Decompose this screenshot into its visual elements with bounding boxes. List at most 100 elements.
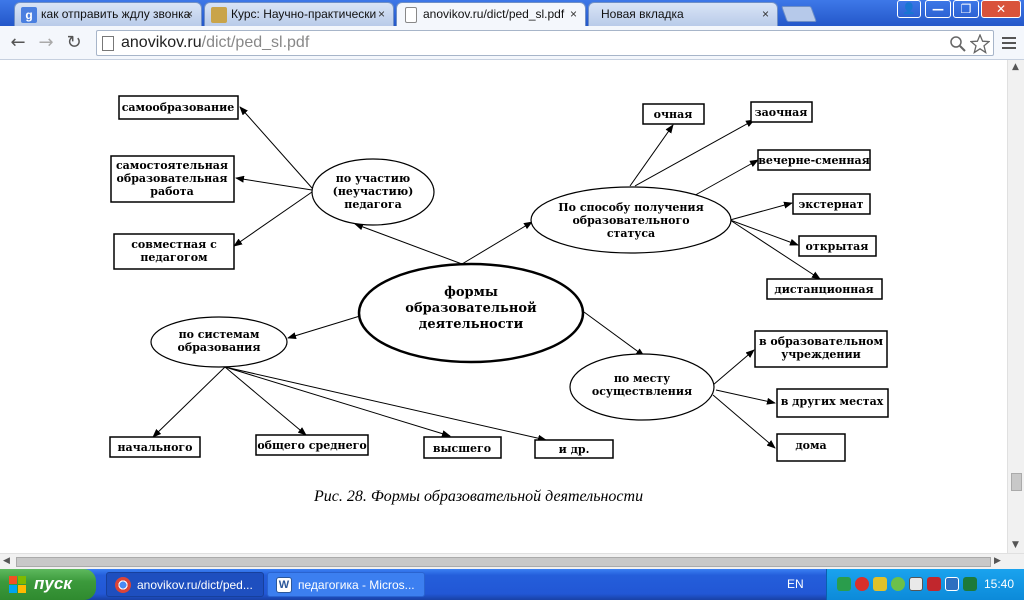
close-icon[interactable]: × [185,7,193,21]
box-external-study: экстернат [792,193,871,215]
close-icon[interactable]: × [569,7,577,21]
app-tray-icon[interactable] [963,577,977,591]
svg-text:вечерне-сменная: вечерне-сменная [758,154,870,167]
restore-button[interactable]: ❐ [953,0,979,18]
box-self-education: самообразование [118,95,239,120]
clock: 15:40 [984,577,1015,591]
task-chrome[interactable]: anovikov.ru/dict/ped... [106,572,264,597]
box-general-secondary: общего среднего [255,434,369,456]
back-button[interactable]: ← [10,32,26,53]
antivirus-icon[interactable] [927,577,941,591]
tab-new[interactable]: Новая вкладка × [588,2,778,26]
zoom-icon[interactable] [949,35,967,53]
tab-course[interactable]: Курс: Научно-практически × [204,2,394,26]
bookmark-star-icon[interactable] [970,34,990,54]
box-distance: дистанционная [766,278,883,300]
close-icon[interactable]: × [761,7,769,21]
svg-text:дистанционная: дистанционная [774,283,873,296]
svg-text:очная: очная [654,108,693,121]
svg-text:дома: дома [795,439,826,452]
tab-google-search[interactable]: g как отправить ждлу звонка × [14,2,202,26]
new-tab-button[interactable] [781,6,817,22]
node-participation: по участию(неучастию)педагога [311,158,435,226]
scroll-up-icon[interactable]: ▲ [1012,62,1019,72]
box-full-time: очная [642,103,705,125]
svg-text:по участию(неучастию)педагога: по участию(неучастию)педагога [333,172,414,211]
forward-button[interactable]: → [38,32,54,53]
reload-button[interactable]: ↻ [66,32,82,53]
box-higher: высшего [423,436,502,459]
tab-title: как отправить ждлу звонка [41,7,191,21]
speaker-icon[interactable] [909,577,923,591]
box-etc: и др. [534,439,614,459]
connector-lines [152,106,821,449]
address-bar[interactable]: anovikov.ru/dict/ped_sl.pdf [96,30,994,56]
svg-text:общего среднего: общего среднего [257,439,366,452]
scroll-down-icon[interactable]: ▼ [1012,540,1019,550]
start-label: пуск [34,574,72,593]
vertical-scrollbar[interactable]: ▲ ▼ [1007,60,1024,553]
course-icon [211,7,227,23]
taskbar: пуск anovikov.ru/dict/ped... W педагогик… [0,569,1024,600]
tab-title: Новая вкладка [601,7,684,21]
display-icon[interactable] [945,577,959,591]
google-icon: g [21,7,37,23]
minimize-button[interactable]: — [925,0,951,18]
box-evening-shift: вечерне-сменная [757,149,871,171]
svg-text:начального: начального [117,441,192,454]
scroll-thumb[interactable] [16,557,991,567]
box-correspondence: заочная [750,101,813,123]
menu-icon[interactable] [1000,34,1018,52]
svg-text:и др.: и др. [559,443,590,456]
tab-pdf[interactable]: anovikov.ru/dict/ped_sl.pdf × [396,2,586,27]
page-icon [405,7,417,23]
network-icon[interactable] [837,577,851,591]
user-icon[interactable]: 👤 [897,0,921,18]
browser-toolbar: ← → ↻ anovikov.ru/dict/ped_sl.pdf [0,26,1024,60]
update-icon[interactable] [891,577,905,591]
scroll-thumb[interactable] [1011,473,1022,491]
windows-logo-icon [9,576,26,593]
chrome-icon [115,577,131,593]
system-tray [826,569,1024,600]
close-icon[interactable]: × [377,7,385,21]
horizontal-scrollbar[interactable]: ◀ ▶ [0,553,1024,569]
scroll-right-icon[interactable]: ▶ [994,556,1001,566]
task-word[interactable]: W педагогика - Micros... [267,572,425,597]
svg-text:заочная: заочная [755,106,808,119]
svg-text:открытая: открытая [806,240,869,253]
start-button[interactable]: пуск [0,569,96,600]
security-icon[interactable] [855,577,869,591]
box-home: дома [776,433,846,462]
close-window-button[interactable]: ✕ [981,0,1021,18]
word-icon: W [276,577,292,593]
box-open: открытая [798,235,877,257]
shield-icon[interactable] [873,577,887,591]
svg-text:в других местах: в других местах [781,395,884,408]
page-icon [102,36,114,51]
task-label: педагогика - Micros... [298,578,415,592]
tab-title: Курс: Научно-практически [231,7,377,21]
scroll-left-icon[interactable]: ◀ [3,556,10,566]
language-indicator[interactable]: EN [787,577,804,591]
figure-caption: Рис. 28. Формы образовательной деятельно… [313,488,643,505]
svg-text:высшего: высшего [433,442,491,455]
box-primary: начального [109,436,201,458]
svg-text:самообразование: самообразование [122,101,235,114]
tab-strip: g как отправить ждлу звонка × Курс: Науч… [0,0,1024,27]
